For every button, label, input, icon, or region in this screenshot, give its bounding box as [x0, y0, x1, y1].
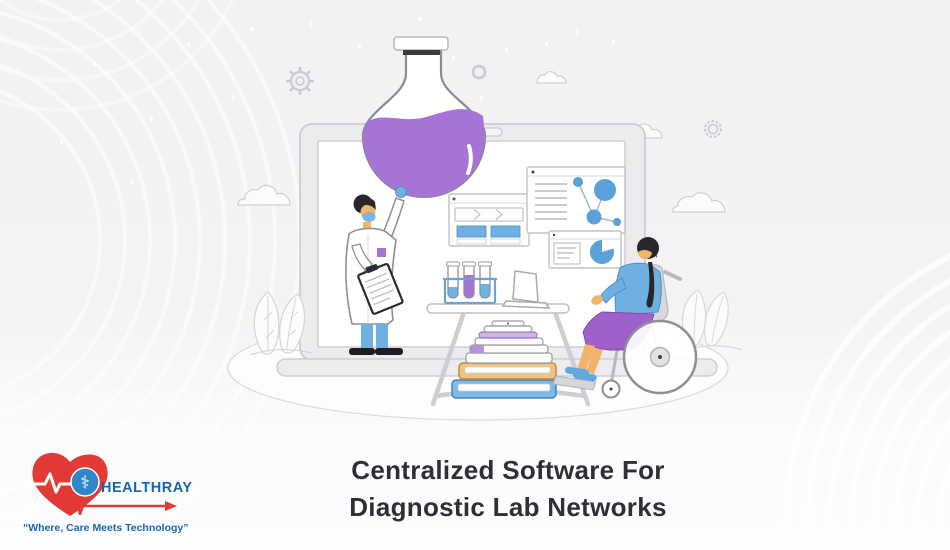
circle-icon [471, 64, 487, 80]
leaves-left-icon [249, 291, 313, 356]
brand-logo: ⚕ HEALTHRAY “Where, Care Meets Technolog… [15, 440, 195, 545]
books-stack-icon [451, 320, 557, 399]
network-chart-window [526, 166, 626, 234]
page-title: Centralized Software For Diagnostic Lab … [200, 452, 816, 526]
brand-tagline: “Where, Care Meets Technology” [23, 522, 189, 534]
workflow-window [448, 193, 530, 247]
heartbeat-arrow-icon [67, 496, 177, 516]
mini-laptop-icon [501, 270, 551, 309]
pie-chart-window [548, 230, 622, 269]
wheel-icon [601, 319, 698, 399]
test-tube-icon [446, 261, 492, 299]
clipboard-icon [357, 262, 404, 315]
background-dots [60, 17, 615, 184]
caduceus-symbol: ⚕ [80, 473, 90, 493]
gear-icon [286, 67, 314, 95]
headline-line-2: Diagnostic Lab Networks [349, 492, 667, 522]
healthray-logo: ⚕ HEALTHRAY “Where, Care Meets Technolog… [21, 452, 193, 534]
scientist-figure [345, 186, 407, 355]
woman-in-wheelchair [552, 237, 698, 399]
caduceus-icon: ⚕ [70, 467, 100, 497]
leaves-right-icon [679, 289, 743, 353]
brand-name: HEALTHRAY [101, 480, 193, 496]
sun-gear-icon [704, 120, 722, 138]
flask-icon [361, 36, 487, 199]
headline-line-1: Centralized Software For [351, 455, 665, 485]
test-tube-rack-icon [443, 261, 497, 305]
footplate [552, 375, 597, 391]
glove-hand-icon [395, 186, 407, 198]
